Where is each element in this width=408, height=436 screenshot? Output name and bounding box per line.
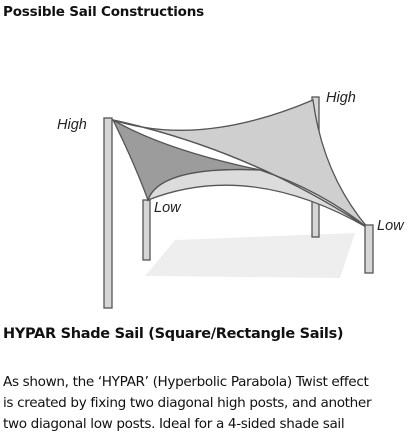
sail-lower-face <box>146 168 369 229</box>
label-high-left: High <box>57 117 87 133</box>
section-subheading: HYPAR Shade Sail (Square/Rectangle Sails… <box>3 326 344 342</box>
post-low-right <box>364 224 374 274</box>
label-low-left: Low <box>154 200 181 216</box>
hypar-sail-diagram <box>103 96 374 309</box>
description-line: As shown, the ‘HYPAR’ (Hyperbolic Parabo… <box>3 374 369 390</box>
description-line: two diagonal low posts. Ideal for a 4-si… <box>3 416 345 432</box>
sail-fold-edge <box>112 119 369 229</box>
description-line: is created by fixing two diagonal high p… <box>3 395 372 411</box>
description-paragraph: As shown, the ‘HYPAR’ (Hyperbolic Parabo… <box>3 372 407 435</box>
label-high-right: High <box>326 90 356 106</box>
label-low-right: Low <box>377 218 404 234</box>
ground-shadow <box>145 233 355 278</box>
post-low-left <box>142 199 151 261</box>
post-high-left <box>103 117 113 309</box>
page-heading: Possible Sail Constructions <box>3 4 204 20</box>
